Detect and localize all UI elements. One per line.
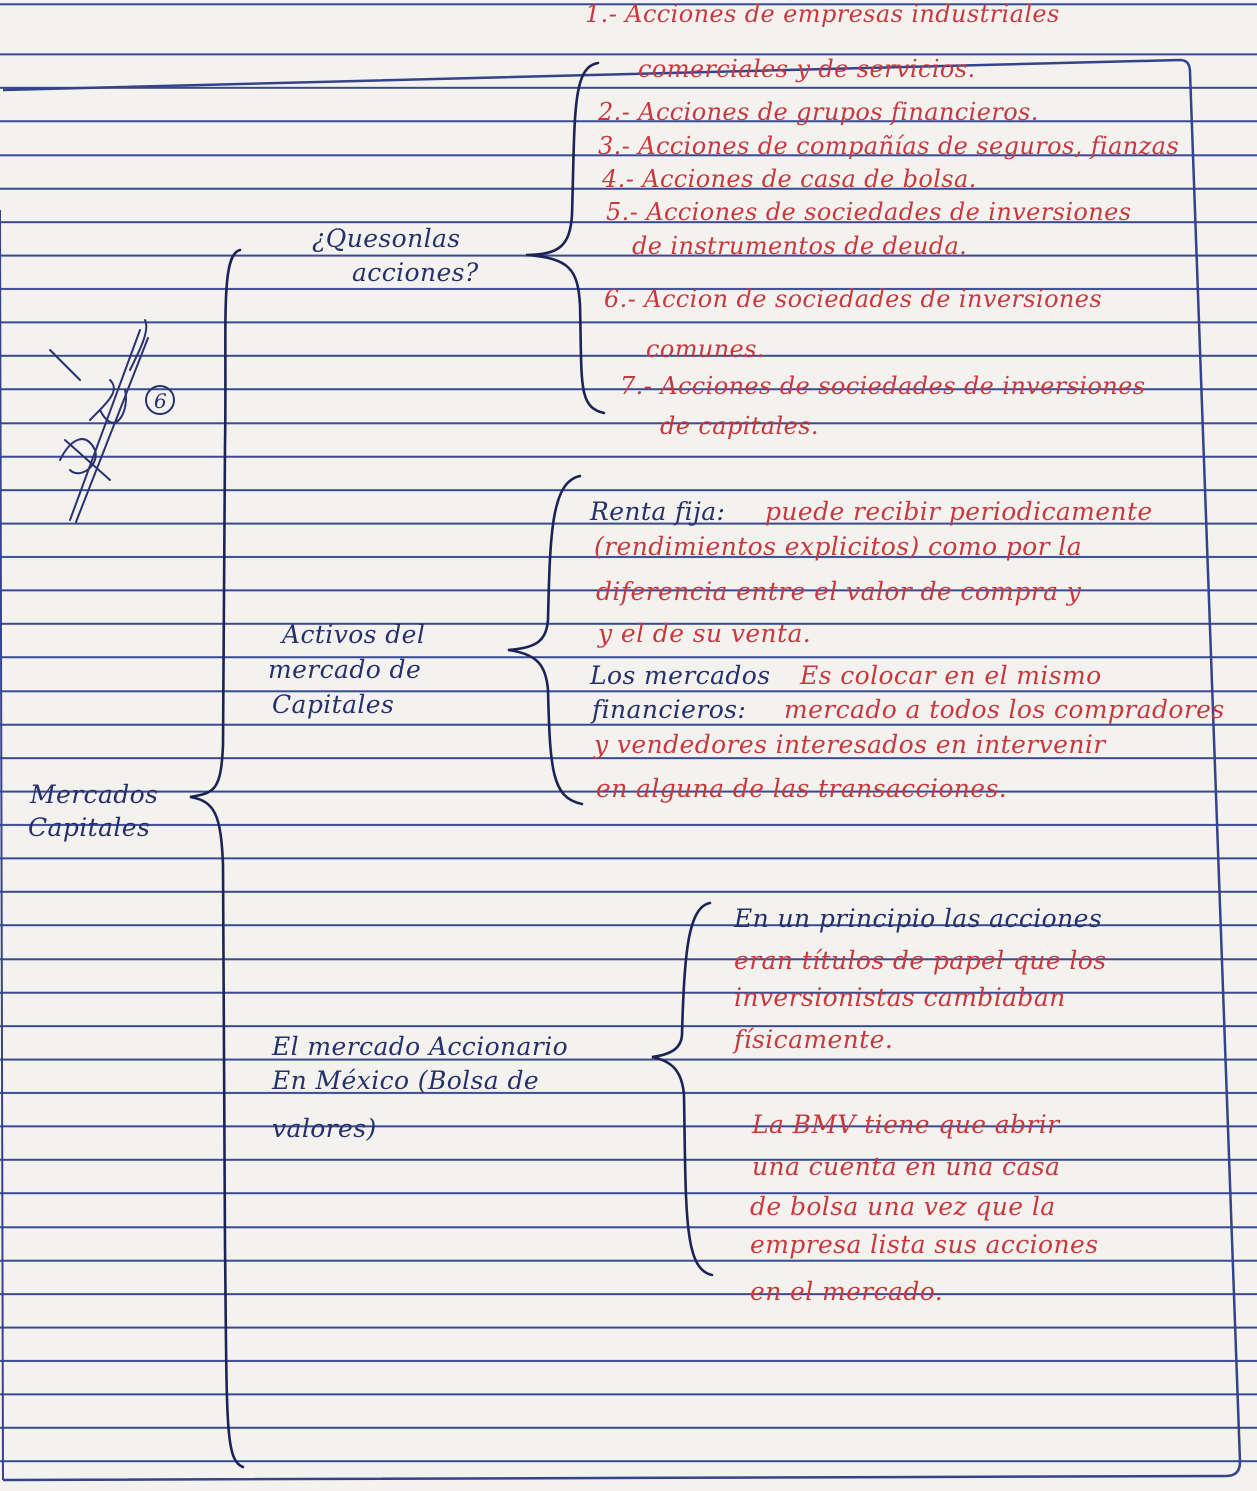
list-item-7-line1: 7.- Acciones de sociedades de inversione… bbox=[620, 372, 1146, 400]
main-brace bbox=[189, 248, 245, 1469]
acciones-brace bbox=[525, 61, 606, 415]
bmv-para1-line2: eran títulos de papel que los bbox=[734, 946, 1107, 975]
acciones-heading-line1: ¿Quesonlas bbox=[312, 224, 461, 253]
mercados-term-line2: financieros: bbox=[592, 695, 747, 724]
activos-brace bbox=[507, 474, 584, 806]
list-item-5-line1: 5.- Acciones de sociedades de inversione… bbox=[606, 198, 1132, 226]
acciones-heading-line2: acciones? bbox=[352, 258, 479, 287]
list-item-6-line1: 6.- Accion de sociedades de inversiones bbox=[604, 285, 1103, 313]
bmv-para1-line4: físicamente. bbox=[734, 1025, 894, 1054]
mercados-line4: en alguna de las transacciones. bbox=[596, 774, 1008, 803]
mercados-def-line2: mercado a todos los compradores bbox=[784, 695, 1225, 724]
bmv-para2-line5: en el mercado. bbox=[750, 1277, 944, 1306]
list-item-1-line1: 1.- Acciones de empresas industriales bbox=[585, 0, 1060, 28]
bmv-para2-line3: de bolsa una vez que la bbox=[750, 1192, 1056, 1221]
renta-fija-term: Renta fija: bbox=[590, 497, 726, 526]
bmv-heading-line1: El mercado Accionario bbox=[272, 1032, 569, 1061]
list-item-3: 3.- Acciones de compañías de seguros, fi… bbox=[598, 132, 1180, 160]
renta-fija-line4: y el de su venta. bbox=[598, 619, 812, 648]
renta-fija-line2: (rendimientos explicitos) como por la bbox=[594, 532, 1082, 561]
bmv-para1-line3: inversionistas cambiaban bbox=[734, 983, 1066, 1012]
holes-line bbox=[0, 209, 4, 1481]
bmv-para2-line2: una cuenta en una casa bbox=[752, 1152, 1061, 1181]
mercados-term-line1: Los mercados bbox=[590, 661, 771, 690]
root-label-line2: Capitales bbox=[28, 813, 151, 842]
list-item-7-line2: de capitales. bbox=[660, 412, 819, 440]
bmv-para1-line1: En un principio las acciones bbox=[734, 904, 1103, 933]
activos-heading-line1: Activos del bbox=[282, 620, 426, 649]
bmv-para2-line1: La BMV tiene que abrir bbox=[752, 1110, 1060, 1139]
bmv-heading-line2: En México (Bolsa de bbox=[272, 1066, 540, 1095]
mercados-line3: y vendedores interesados en intervenir bbox=[594, 730, 1106, 759]
list-item-2: 2.- Acciones de grupos financieros. bbox=[598, 98, 1039, 126]
bmv-para2-line4: empresa lista sus acciones bbox=[750, 1230, 1099, 1259]
list-item-6-line2: comunes. bbox=[646, 335, 765, 363]
bmv-heading-line3: valores) bbox=[272, 1114, 377, 1143]
activos-heading-line2: mercado de bbox=[268, 655, 422, 684]
list-item-1-line2: comerciales y de servicios. bbox=[638, 55, 976, 83]
mercados-def-line1: Es colocar en el mismo bbox=[800, 661, 1102, 690]
renta-fija-line1: puede recibir periodicamente bbox=[765, 497, 1153, 526]
list-item-4: 4.- Acciones de casa de bolsa. bbox=[602, 165, 977, 193]
bmv-brace bbox=[651, 901, 714, 1277]
renta-fija-line3: diferencia entre el valor de compra y bbox=[596, 577, 1082, 606]
list-item-5-line2: de instrumentos de deuda. bbox=[632, 232, 968, 260]
grade-mark: 6 bbox=[154, 389, 167, 413]
teacher-signature: 6 bbox=[49, 319, 175, 523]
activos-heading-line3: Capitales bbox=[272, 690, 395, 719]
grade-circle bbox=[145, 385, 175, 415]
root-label-line1: Mercados bbox=[30, 780, 159, 809]
